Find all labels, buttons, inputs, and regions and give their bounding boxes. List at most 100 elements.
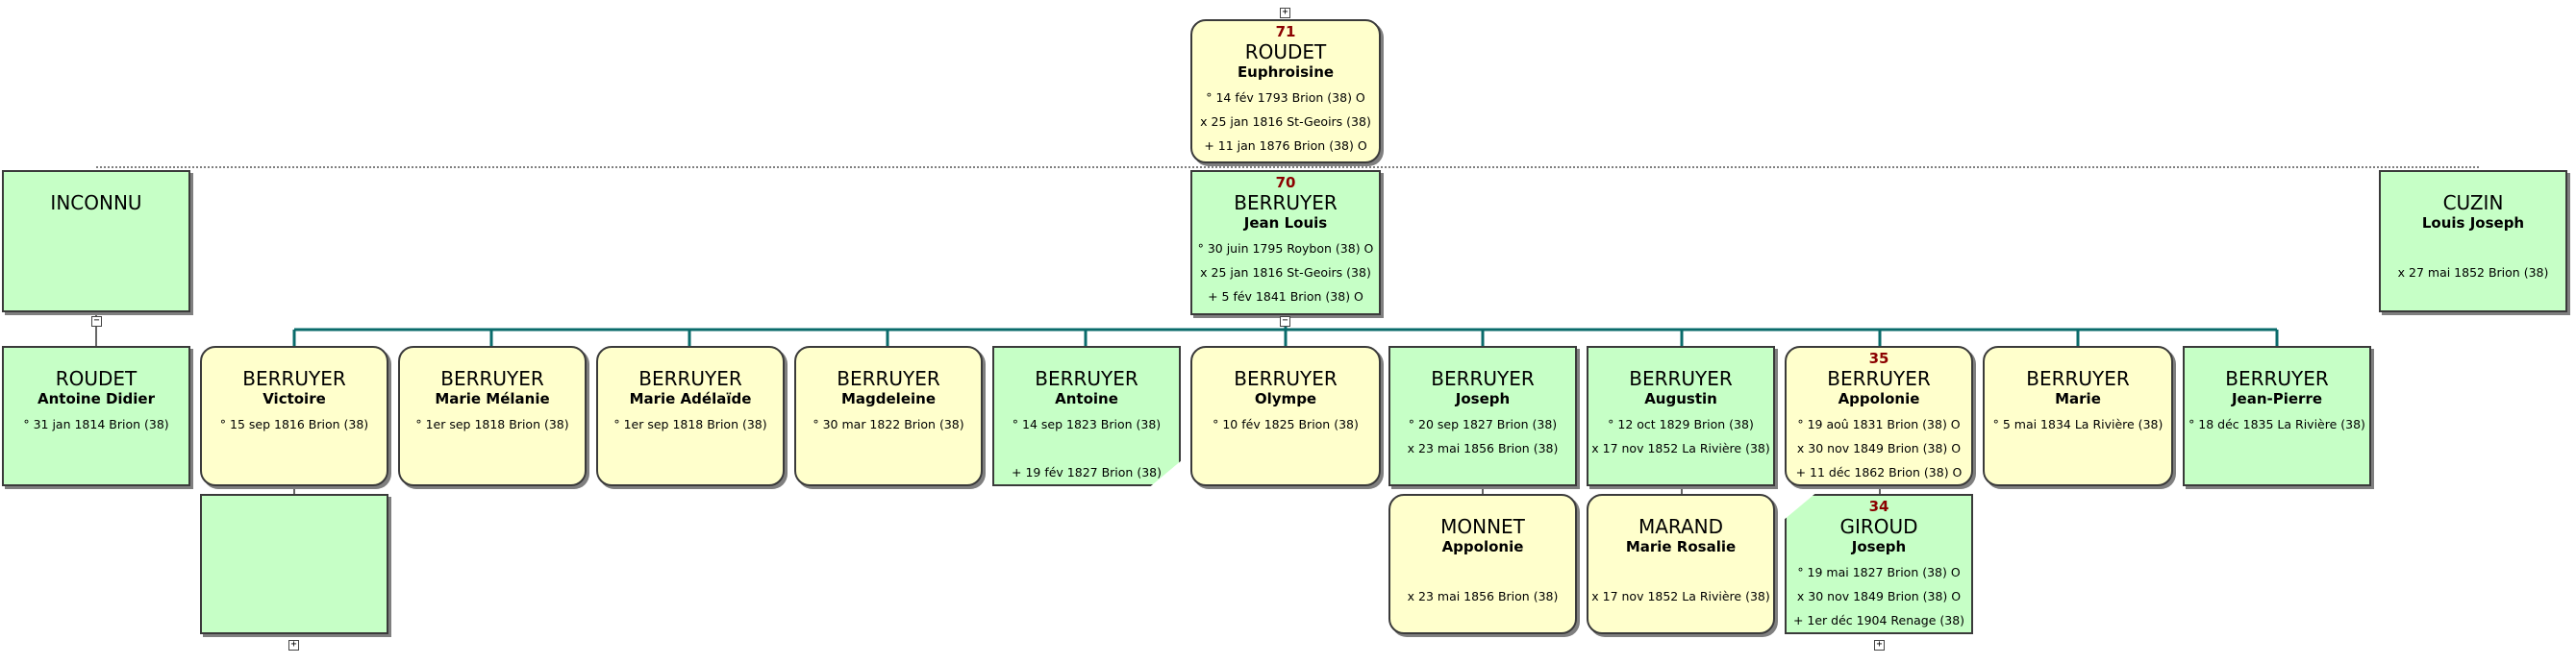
- given-name: Euphroisine: [1237, 63, 1335, 81]
- sosa-number: 71: [1275, 23, 1296, 40]
- given-name: Augustin: [1644, 390, 1717, 407]
- event-line: x 23 mai 1856 Brion (38): [1407, 589, 1559, 603]
- event-line: ° 14 fév 1793 Brion (38) O: [1206, 90, 1365, 105]
- surname: BERRUYER: [2026, 367, 2130, 390]
- event-line: [1390, 560, 1575, 584]
- expand-toggle[interactable]: +: [288, 640, 299, 651]
- event-line: ° 19 mai 1827 Brion (38) O: [1797, 565, 1961, 579]
- event-line: x 27 mai 1852 Brion (38): [2397, 265, 2549, 280]
- surname: BERRUYER: [837, 367, 940, 390]
- event-line: ° 19 aoû 1831 Brion (38) O: [1797, 417, 1961, 431]
- event-line: ° 30 juin 1795 Roybon (38) O: [1197, 241, 1374, 256]
- surname: BERRUYER: [1431, 367, 1535, 390]
- expand-toggle[interactable]: +: [1280, 8, 1290, 18]
- surname: BERRUYER: [2225, 367, 2329, 390]
- event-line: ° 30 mar 1822 Brion (38): [813, 417, 964, 431]
- surname: BERRUYER: [1629, 367, 1733, 390]
- event-line: [2381, 236, 2565, 260]
- given-name: Jean Louis: [1243, 214, 1328, 232]
- surname: ROUDET: [1244, 40, 1327, 63]
- surname: CUZIN: [2442, 191, 2504, 214]
- given-name: Joseph: [1455, 390, 1511, 407]
- event-line: x 25 jan 1816 St-Geoirs (38): [1200, 265, 1371, 280]
- given-name: Louis Joseph: [2421, 214, 2525, 232]
- surname: MARAND: [1638, 515, 1724, 538]
- person-card[interactable]: INCONNU: [2, 170, 190, 312]
- event-line: x 17 nov 1852 La Rivière (38): [1591, 589, 1770, 603]
- event-line: x 17 nov 1852 La Rivière (38): [1591, 441, 1770, 455]
- surname: BERRUYER: [242, 367, 346, 390]
- event-line: + 19 fév 1827 Brion (38): [1012, 465, 1162, 480]
- event-line: ° 31 jan 1814 Brion (38): [23, 417, 169, 431]
- event-line: x 30 nov 1849 Brion (38) O: [1796, 589, 1962, 603]
- event-line: x 25 jan 1816 St-Geoirs (38): [1200, 114, 1371, 129]
- given-name: Magdeleine: [840, 390, 936, 407]
- collapse-toggle[interactable]: −: [1280, 316, 1290, 327]
- given-name: Antoine: [1055, 390, 1118, 407]
- event-line: ° 5 mai 1834 La Rivière (38): [1992, 417, 2163, 431]
- sosa-number: 34: [1868, 498, 1889, 515]
- given-name: Antoine Didier: [37, 390, 156, 407]
- event-line: [994, 436, 1179, 460]
- surname: ROUDET: [55, 367, 138, 390]
- person-card[interactable]: [200, 494, 388, 634]
- event-line: ° 12 oct 1829 Brion (38): [1608, 417, 1754, 431]
- surname: GIROUD: [1839, 515, 1918, 538]
- event-line: ° 15 sep 1816 Brion (38): [219, 417, 369, 431]
- event-line: ° 20 sep 1827 Brion (38): [1408, 417, 1558, 431]
- event-line: + 1er déc 1904 Renage (38): [1792, 613, 1965, 627]
- given-name: Marie Adélaïde: [629, 390, 752, 407]
- given-name: Appolonie: [1441, 538, 1524, 555]
- event-line: + 11 déc 1862 Brion (38) O: [1795, 465, 1963, 480]
- event-line: x 23 mai 1856 Brion (38): [1407, 441, 1559, 455]
- sosa-number: 35: [1868, 350, 1889, 367]
- collapse-toggle[interactable]: −: [91, 316, 102, 327]
- given-name: Appolonie: [1838, 390, 1920, 407]
- surname: BERRUYER: [1234, 367, 1338, 390]
- event-line: ° 18 déc 1835 La Rivière (38): [2188, 417, 2365, 431]
- given-name: Marie Mélanie: [435, 390, 550, 407]
- given-name: Marie: [2055, 390, 2101, 407]
- surname: BERRUYER: [1827, 367, 1931, 390]
- event-line: ° 10 fév 1825 Brion (38): [1213, 417, 1359, 431]
- given-name: Marie Rosalie: [1625, 538, 1737, 555]
- expand-toggle[interactable]: +: [1874, 640, 1885, 651]
- event-line: ° 1er sep 1818 Brion (38): [415, 417, 569, 431]
- given-name: Victoire: [263, 390, 326, 407]
- surname: BERRUYER: [1035, 367, 1138, 390]
- given-name: Olympe: [1254, 390, 1317, 407]
- event-line: [1588, 560, 1773, 584]
- given-name: Jean-Pierre: [2231, 390, 2323, 407]
- event-line: + 11 jan 1876 Brion (38) O: [1204, 138, 1367, 153]
- surname: BERRUYER: [638, 367, 742, 390]
- surname: MONNET: [1440, 515, 1525, 538]
- event-line: x 30 nov 1849 Brion (38) O: [1796, 441, 1962, 455]
- surname: BERRUYER: [440, 367, 544, 390]
- surname: BERRUYER: [1234, 191, 1338, 214]
- sosa-number: 70: [1275, 174, 1296, 191]
- event-line: + 5 fév 1841 Brion (38) O: [1208, 289, 1363, 304]
- given-name: Joseph: [1851, 538, 1907, 555]
- surname: INCONNU: [50, 191, 142, 214]
- event-line: ° 14 sep 1823 Brion (38): [1012, 417, 1162, 431]
- event-line: ° 1er sep 1818 Brion (38): [613, 417, 767, 431]
